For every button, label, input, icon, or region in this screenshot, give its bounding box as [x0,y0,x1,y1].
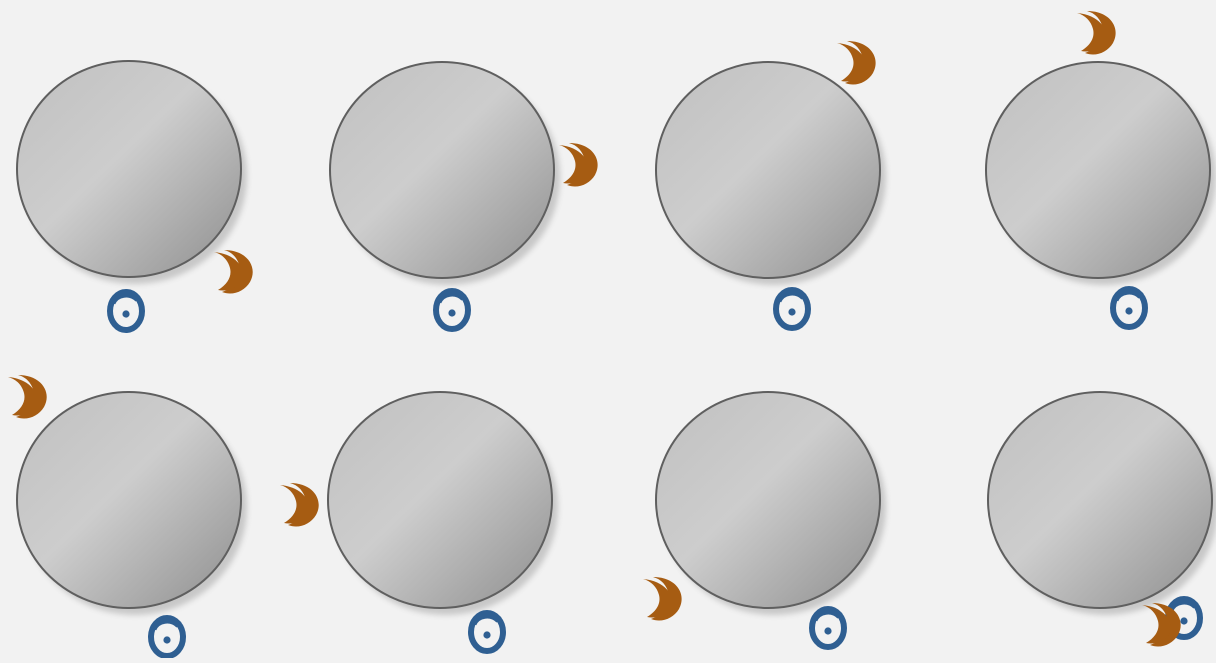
crescent-moon-icon [280,483,319,527]
panel-7 [643,392,886,647]
panel-2 [330,62,598,329]
sphere-icon [988,392,1212,608]
crescent-moon-icon [837,41,876,85]
panel-6 [280,392,558,651]
sphere-icon [17,61,241,277]
panel-1 [17,61,253,330]
eye-symbol-icon [151,618,183,656]
eye-symbol-icon [776,290,808,328]
eye-symbol-icon [1113,289,1145,327]
eye-symbol-icon [812,609,844,647]
eye-symbol-icon [110,292,142,330]
panel-8 [988,392,1216,647]
sphere-icon [17,392,241,608]
sphere-icon [330,62,554,278]
crescent-moon-icon [643,577,682,621]
panel-4 [986,11,1216,327]
sphere-icon [986,62,1210,278]
crescent-moon-icon [8,375,47,419]
sphere-icon [656,62,880,278]
crescent-moon-icon [559,143,598,187]
panel-5 [8,375,247,656]
eye-symbol-icon [436,291,468,329]
panel-3 [656,41,886,328]
sphere-icon [328,392,552,608]
sphere-icon [656,392,880,608]
crescent-moon-icon [214,250,253,294]
eye-symbol-icon [471,613,503,651]
crescent-moon-icon [1077,11,1116,55]
crescent-moon-icon [1142,603,1181,647]
